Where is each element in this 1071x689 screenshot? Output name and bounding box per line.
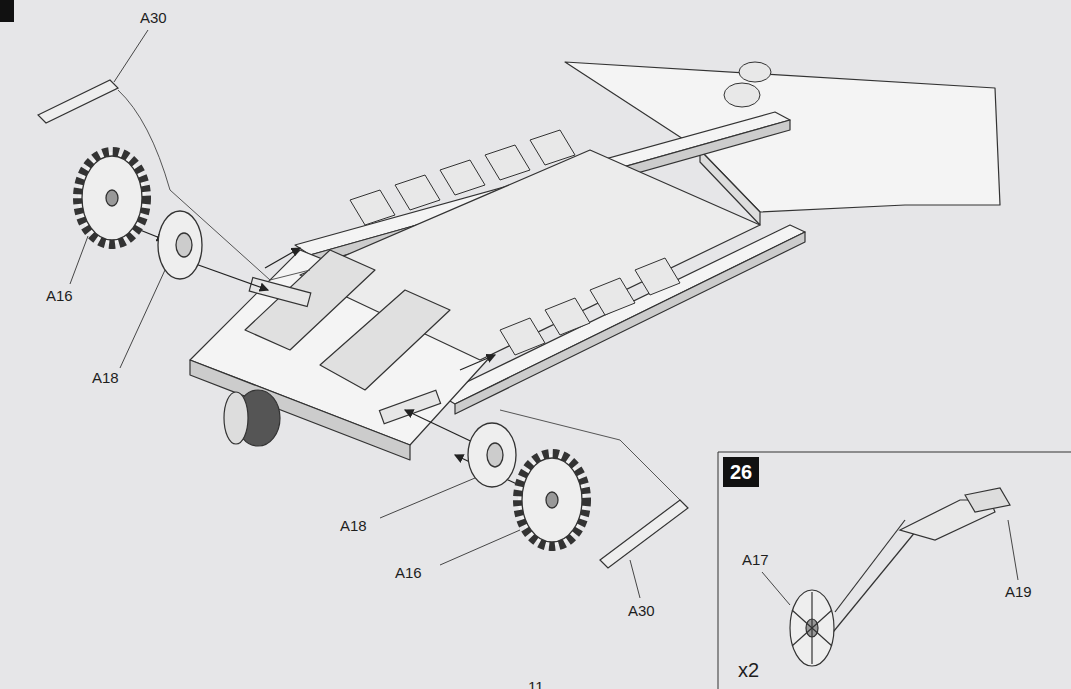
part-number: A16 <box>46 288 73 303</box>
quantity-mark: x2 <box>738 660 759 680</box>
step-number-box: 26 <box>723 457 759 487</box>
step-box-fragment <box>0 0 14 22</box>
part-number: A17 <box>742 552 769 567</box>
part-number: A30 <box>628 603 655 618</box>
step-number: 26 <box>730 462 752 482</box>
part-number: A16 <box>395 565 422 580</box>
page-number: 11 <box>528 679 544 689</box>
part-number: A18 <box>340 518 367 533</box>
part-number: A18 <box>92 370 119 385</box>
part-number: A30 <box>140 10 167 25</box>
part-number: A19 <box>1005 584 1032 599</box>
